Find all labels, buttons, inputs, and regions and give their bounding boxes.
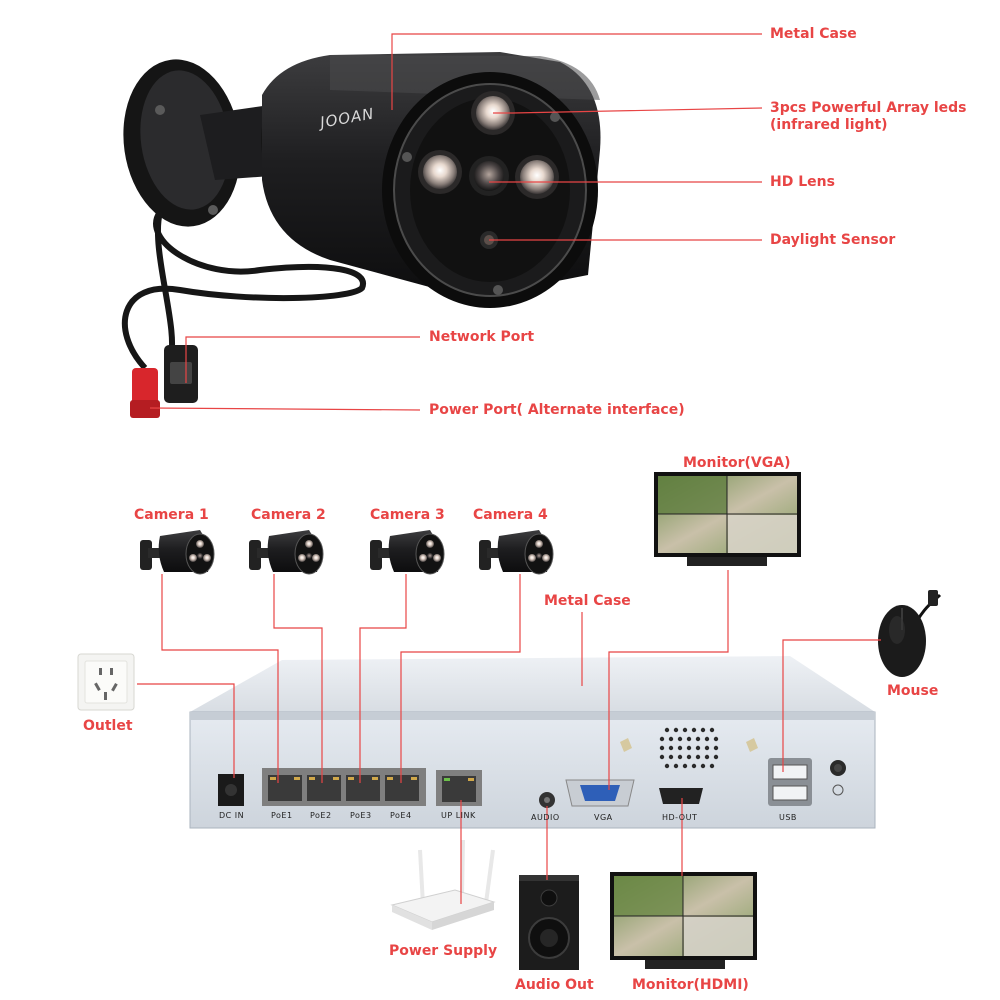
camera-illustration [121, 52, 601, 418]
port-label-audio: AUDIO [531, 813, 560, 822]
port-label-hd-out: HD-OUT [662, 813, 698, 822]
label-power-supply: Power Supply [389, 943, 498, 959]
connection-lines [137, 570, 881, 904]
label-power-port: Power Port( Alternate interface) [429, 402, 685, 418]
port-label-dc-in: DC IN [219, 811, 245, 820]
camera-callout-lines [149, 33, 763, 411]
label-array-leds: 3pcs Powerful Array leds [770, 100, 967, 116]
speaker-art [519, 875, 579, 970]
label-mouse: Mouse [887, 683, 939, 699]
router-art [390, 839, 496, 930]
label-daylight-sensor: Daylight Sensor [770, 232, 896, 248]
mouse-art [878, 590, 942, 677]
port-label-poe2: PoE2 [310, 811, 332, 820]
monitor-vga-art [654, 472, 801, 566]
port-label-poe4: PoE4 [390, 811, 412, 820]
label-camera-2: Camera 2 [251, 507, 326, 523]
port-label-poe3: PoE3 [350, 811, 372, 820]
label-camera-4: Camera 4 [473, 507, 548, 523]
label-array-leds-sub: (infrared light) [770, 117, 888, 133]
port-label-usb: USB [779, 813, 797, 822]
nvr-art [189, 656, 876, 829]
label-nvr-metal-case: Metal Case [544, 593, 631, 609]
label-outlet: Outlet [83, 718, 133, 734]
label-camera-1: Camera 1 [134, 507, 209, 523]
label-hd-lens: HD Lens [770, 174, 835, 190]
label-audio-out: Audio Out [515, 977, 594, 993]
port-label-poe1: PoE1 [271, 811, 293, 820]
label-monitor-vga: Monitor(VGA) [683, 455, 791, 471]
port-label-uplink: UP LINK [441, 811, 476, 820]
label-metal-case: Metal Case [770, 26, 857, 42]
outlet-art [77, 653, 135, 711]
label-network-port: Network Port [429, 329, 535, 345]
label-camera-3: Camera 3 [370, 507, 445, 523]
label-monitor-hdmi: Monitor(HDMI) [632, 977, 749, 993]
port-label-vga: VGA [594, 813, 613, 822]
monitor-hdmi-art [610, 872, 757, 969]
